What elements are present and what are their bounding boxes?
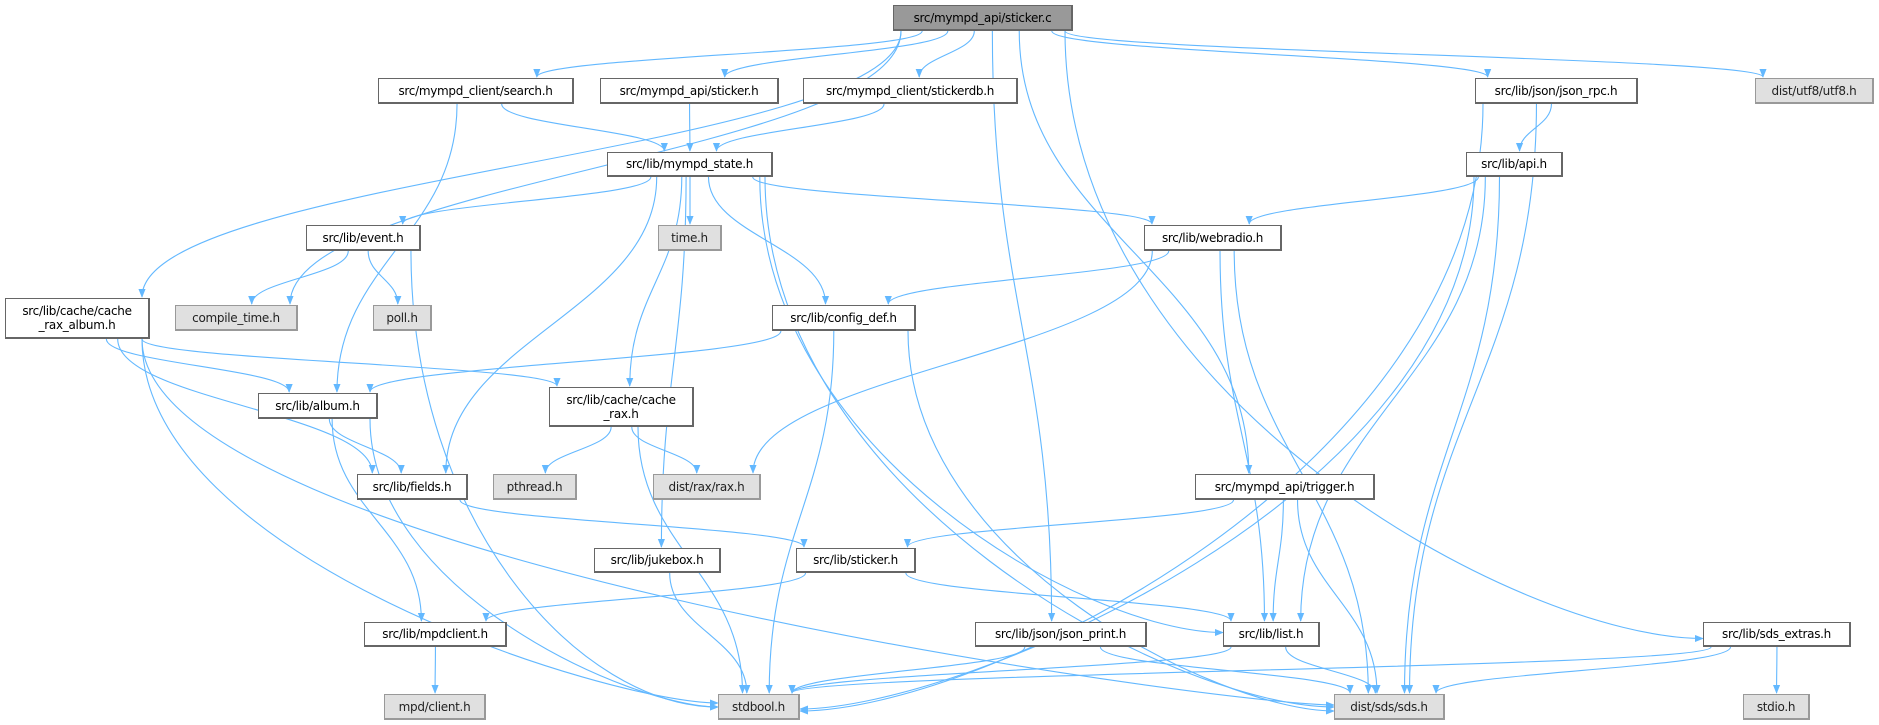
edge-webradio-h-to-rax-h xyxy=(749,250,1153,474)
node-json-print-h[interactable]: src/lib/json/json_print.h xyxy=(975,622,1147,647)
edge-config-def-h-to-stdbool-h xyxy=(765,330,835,694)
edge-config-def-h-to-sds-h xyxy=(907,330,1335,715)
node-cache-rax-album-h[interactable]: src/lib/cache/cache _rax_album.h xyxy=(5,298,150,339)
edge-json-print-h-to-sds-h xyxy=(1099,646,1354,694)
edge-sds-extras-h-to-stdbool-h xyxy=(788,646,1712,694)
edge-webradio-h-to-config-def-h xyxy=(884,250,1170,305)
node-stdbool-h: stdbool.h xyxy=(718,694,800,720)
edge-mympd-state-h-to-cache-rax-h xyxy=(626,176,683,387)
edge-sticker-c-to-search-h xyxy=(533,30,923,78)
edge-trigger-h-to-sds-h xyxy=(1296,499,1381,694)
edge-sticker-c-to-trigger-h xyxy=(1018,30,1253,474)
node-trigger-h[interactable]: src/mympd_api/trigger.h xyxy=(1195,474,1375,500)
edge-sds-extras-h-to-sds-h xyxy=(1432,646,1732,694)
node-client-h: mpd/client.h xyxy=(384,694,486,720)
edge-cache-rax-h-to-rax-h xyxy=(631,426,701,474)
node-fields-h[interactable]: src/lib/fields.h xyxy=(357,474,468,500)
edge-sticker-c-to-json-rpc-h xyxy=(1051,30,1492,78)
node-webradio-h[interactable]: src/lib/webradio.h xyxy=(1144,225,1282,251)
node-stdio-h: stdio.h xyxy=(1743,694,1810,720)
node-list-h[interactable]: src/lib/list.h xyxy=(1223,622,1320,647)
node-mympd-state-h[interactable]: src/lib/mympd_state.h xyxy=(607,152,773,177)
node-mpdclient-h[interactable]: src/lib/mpdclient.h xyxy=(364,622,507,647)
node-json-rpc-h[interactable]: src/lib/json/json_rpc.h xyxy=(1475,78,1638,104)
node-event-h[interactable]: src/lib/event.h xyxy=(306,225,421,251)
edge-webradio-h-to-sds-h xyxy=(1233,250,1372,694)
edge-api-h-to-list-h xyxy=(1297,176,1486,622)
edge-lib-sticker-h-to-mpdclient-h xyxy=(482,572,807,622)
edge-api-h-to-stdbool-h xyxy=(799,176,1475,713)
edge-sticker-c-to-stickerdb-h xyxy=(915,30,975,78)
edge-json-rpc-h-to-stdbool-h xyxy=(799,103,1484,715)
node-time-h: time.h xyxy=(658,225,722,251)
node-poll-h: poll.h xyxy=(373,305,432,331)
node-album-h[interactable]: src/lib/album.h xyxy=(258,393,378,419)
edge-search-h-to-mympd-state-h xyxy=(501,103,668,152)
node-compile-time-h: compile_time.h xyxy=(175,305,298,331)
edge-cache-rax-album-h-to-album-h xyxy=(105,338,293,393)
node-utf8-h: dist/utf8/utf8.h xyxy=(1755,78,1874,104)
edge-stickerdb-h-to-mympd-state-h xyxy=(712,103,885,152)
node-cache-rax-h[interactable]: src/lib/cache/cache _rax.h xyxy=(549,387,694,427)
edge-list-h-to-stdbool-h xyxy=(788,646,1232,694)
edge-mympd-state-h-to-webradio-h xyxy=(752,176,1156,225)
node-rax-h: dist/rax/rax.h xyxy=(653,474,761,500)
node-lib-sticker-h[interactable]: src/lib/sticker.h xyxy=(796,548,916,573)
edge-jukebox-h-to-stdbool-h xyxy=(669,572,751,694)
edge-trigger-h-to-lib-sticker-h xyxy=(904,499,1235,548)
edge-api-h-to-sds-h xyxy=(1400,176,1501,694)
node-config-def-h[interactable]: src/lib/config_def.h xyxy=(772,305,916,331)
node-api-h[interactable]: src/lib/api.h xyxy=(1466,152,1563,177)
edge-sticker-c-to-cache-rax-album-h xyxy=(138,30,902,298)
edge-list-h-to-sds-h xyxy=(1285,646,1379,694)
edge-sticker-c-to-api-sticker-h xyxy=(721,30,949,78)
node-api-sticker-h[interactable]: src/mympd_api/sticker.h xyxy=(600,78,779,104)
edge-mympd-state-h-to-fields-h xyxy=(442,176,658,474)
edge-cache-rax-album-h-to-fields-h xyxy=(117,338,376,474)
edge-mympd-state-h-to-list-h xyxy=(759,176,1224,637)
edge-api-h-to-webradio-h xyxy=(1245,176,1479,225)
edge-sticker-c-to-compile-time-h xyxy=(286,30,902,305)
edge-sticker-c-to-json-print-h xyxy=(991,30,1056,622)
edge-event-h-to-poll-h xyxy=(367,250,402,305)
node-jukebox-h[interactable]: src/lib/jukebox.h xyxy=(594,548,721,573)
edge-sticker-c-to-sds-extras-h xyxy=(1064,30,1704,643)
edge-sticker-c-to-utf8-h xyxy=(1064,30,1767,78)
edge-json-rpc-h-to-api-h xyxy=(1515,103,1553,152)
edge-cache-rax-album-h-to-cache-rax-h xyxy=(141,338,561,387)
edge-json-print-h-to-stdbool-h xyxy=(788,646,1026,694)
edge-webradio-h-to-list-h xyxy=(1219,250,1269,622)
edge-trigger-h-to-list-h xyxy=(1269,499,1284,622)
node-pthread-h: pthread.h xyxy=(493,474,577,500)
edge-config-def-h-to-album-h xyxy=(366,330,782,393)
edge-cache-rax-h-to-pthread-h xyxy=(541,426,612,474)
edge-mympd-state-h-to-event-h xyxy=(399,176,652,225)
edge-json-rpc-h-to-sds-h xyxy=(1405,103,1538,694)
edge-mympd-state-h-to-config-def-h xyxy=(707,176,830,305)
edge-album-h-to-mpdclient-h xyxy=(331,418,425,622)
node-sds-h: dist/sds/sds.h xyxy=(1334,694,1445,720)
edge-album-h-to-fields-h xyxy=(328,418,405,474)
edge-event-h-to-compile-time-h xyxy=(248,250,349,305)
node-sticker-c: src/mympd_api/sticker.c xyxy=(893,5,1073,31)
node-search-h[interactable]: src/mympd_client/search.h xyxy=(378,78,574,104)
node-sds-extras-h[interactable]: src/lib/sds_extras.h xyxy=(1703,622,1851,647)
edge-cache-rax-album-h-to-sds-h xyxy=(141,338,1335,709)
edge-fields-h-to-lib-sticker-h xyxy=(459,499,808,548)
node-stickerdb-h[interactable]: src/mympd_client/stickerdb.h xyxy=(803,78,1018,104)
edge-lib-sticker-h-to-list-h xyxy=(905,572,1235,622)
